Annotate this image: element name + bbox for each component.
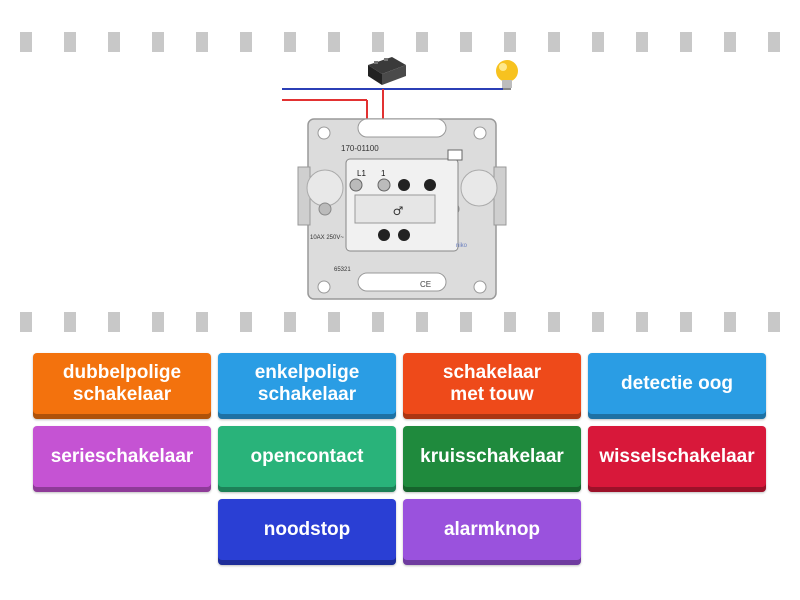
tile-label: alarmknop xyxy=(443,519,541,540)
separator-bottom xyxy=(0,312,800,334)
wire-connector-icon xyxy=(368,57,406,85)
switch-mechanism-icon: ♂ xyxy=(297,118,507,300)
tile-kruisschakelaar[interactable]: kruisschakelaar xyxy=(403,426,581,492)
tile-label: wisselschakelaar xyxy=(599,446,755,467)
tile-wisselschakelaar[interactable]: wisselschakelaar xyxy=(588,426,766,492)
tile-schakelaar-met-touw[interactable]: schakelaar met touw xyxy=(403,353,581,419)
part-number-label: 170-01100 xyxy=(341,144,379,153)
tile-label: dubbelpolige schakelaar xyxy=(62,362,182,405)
tile-dubbelpolige-schakelaar[interactable]: dubbelpolige schakelaar xyxy=(33,353,211,419)
tile-label: schakelaar met touw xyxy=(442,362,542,405)
tile-enkelpolige-schakelaar[interactable]: enkelpolige schakelaar xyxy=(218,353,396,419)
svg-text:♂: ♂ xyxy=(393,204,404,218)
tile-label: noodstop xyxy=(263,519,351,540)
tile-label: serieschakelaar xyxy=(50,446,194,467)
light-bulb-icon xyxy=(496,60,518,90)
terminal-l1-label: L1 xyxy=(357,169,366,178)
tile-label: kruisschakelaar xyxy=(420,446,564,467)
ce-mark: CE xyxy=(420,280,431,289)
rating-label: 10AX 250V~ xyxy=(310,235,344,241)
brand-mark: niko xyxy=(456,243,468,249)
tile-label: opencontact xyxy=(250,446,364,467)
tile-label: enkelpolige schakelaar xyxy=(254,362,360,405)
tile-serieschakelaar[interactable]: serieschakelaar xyxy=(33,426,211,492)
terminal-1-label: 1 xyxy=(381,169,386,178)
model-code-label: 65321 xyxy=(334,267,351,273)
tile-detectie-oog[interactable]: detectie oog xyxy=(588,353,766,419)
tile-alarmknop[interactable]: alarmknop xyxy=(403,499,581,565)
tile-noodstop[interactable]: noodstop xyxy=(218,499,396,565)
tile-label: detectie oog xyxy=(621,373,733,394)
tile-opencontact[interactable]: opencontact xyxy=(218,426,396,492)
switch-diagram: ♂ 170-01100 L1 1 10AX 250V~ 65321 niko C… xyxy=(280,55,525,305)
separator-top xyxy=(0,32,800,54)
